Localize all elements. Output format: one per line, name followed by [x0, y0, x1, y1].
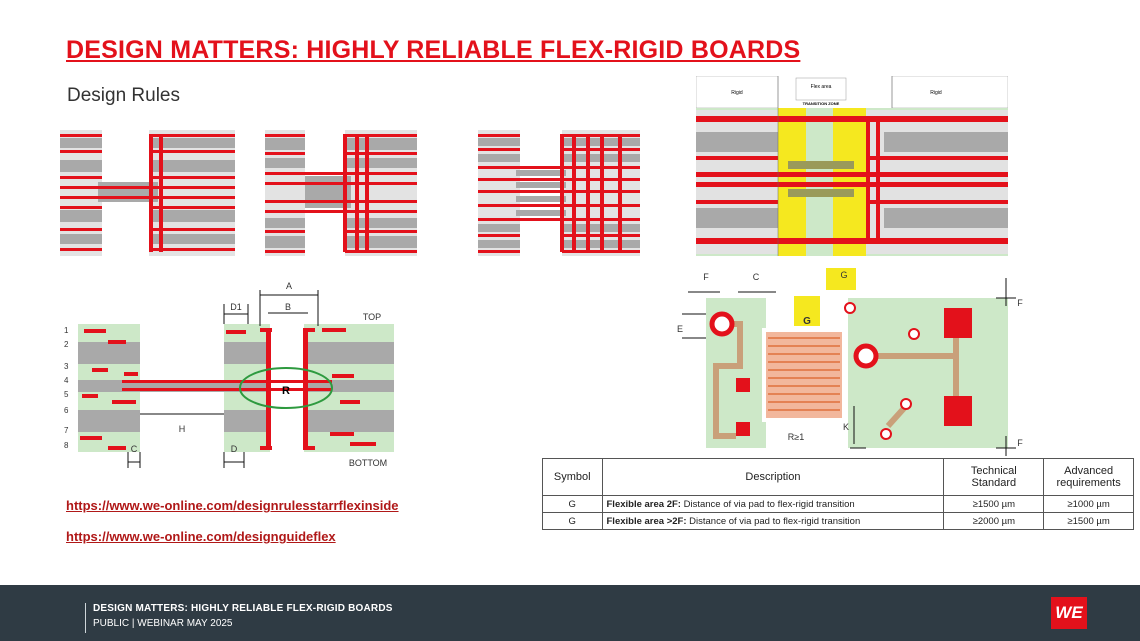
- dim-g-top-label: G: [840, 270, 847, 280]
- design-rules-table: Symbol Description Technical Standard Ad…: [542, 458, 1134, 530]
- stackup-3: [478, 130, 640, 256]
- label-bottom: BOTTOM: [349, 458, 387, 468]
- header-symbol: Symbol: [542, 458, 603, 496]
- transition-zone-diagram: Rigid Flex area Rigid TRANSITION ZONE: [696, 76, 1008, 256]
- cell-technical: ≥2000 µm: [943, 512, 1045, 530]
- layer-number-3: 3: [64, 362, 69, 371]
- link-design-guide-flex[interactable]: https://www.we-online.com/designguidefle…: [66, 529, 336, 544]
- cell-advanced: ≥1500 µm: [1043, 512, 1134, 530]
- layer-number-7: 7: [64, 426, 69, 435]
- layer-number-8: 8: [64, 441, 69, 450]
- stackup-1: [60, 130, 235, 256]
- dim-b-label: B: [285, 302, 291, 312]
- cell-description-text: Distance of via pad to flex-rigid transi…: [686, 515, 861, 527]
- header-technical: Technical Standard: [943, 458, 1045, 496]
- cell-description-bold: Flexible area >2F:: [606, 515, 687, 527]
- dim-c-label-layout: C: [753, 272, 760, 282]
- dim-r-min-label: R≥1: [788, 432, 804, 442]
- dim-d-label: D: [231, 444, 238, 454]
- label-top: TOP: [363, 312, 381, 322]
- link-design-rules-starrflex[interactable]: https://www.we-online.com/designrulessta…: [66, 498, 399, 513]
- footer-title: DESIGN MATTERS: HIGHLY RELIABLE FLEX-RIG…: [93, 603, 393, 614]
- header-description: Description: [601, 458, 945, 496]
- layer-number-1: 1: [64, 326, 69, 335]
- table-header-row: Symbol Description Technical Standard Ad…: [542, 458, 1134, 496]
- table-row: G Flexible area >2F: Distance of via pad…: [542, 512, 1134, 530]
- dim-k-label: K: [843, 422, 849, 432]
- we-logo-icon: WE: [1051, 597, 1087, 629]
- layer-number-2: 2: [64, 340, 69, 349]
- dim-r-label: R: [282, 385, 290, 397]
- label-transition-zone: TRANSITION ZONE: [803, 101, 840, 106]
- cell-description-text: Distance of via pad to flex-rigid transi…: [680, 498, 855, 510]
- dim-c-label: C: [131, 444, 138, 454]
- slide-title: DESIGN MATTERS: HIGHLY RELIABLE FLEX-RIG…: [66, 36, 801, 64]
- stackup-2: [265, 130, 417, 256]
- cell-description-bold: Flexible area 2F:: [606, 498, 681, 510]
- dim-f-right-top-label: F: [1017, 298, 1023, 308]
- cell-symbol: G: [542, 512, 603, 530]
- stackup-diagrams: [60, 130, 640, 256]
- layer-number-6: 6: [64, 406, 69, 415]
- header-advanced: Advanced requirements: [1043, 458, 1134, 496]
- dim-d1-label: D1: [230, 302, 242, 312]
- footer-divider: [85, 603, 86, 633]
- dim-h-label: H: [179, 424, 186, 434]
- cell-symbol: G: [542, 495, 603, 513]
- label-flex-area: Flex area: [811, 84, 832, 90]
- label-rigid-left: Rigid: [731, 90, 743, 96]
- cell-description: Flexible area 2F: Distance of via pad to…: [601, 495, 945, 513]
- cell-advanced: ≥1000 µm: [1043, 495, 1134, 513]
- label-rigid-right: Rigid: [930, 90, 942, 96]
- cross-section-diagram: 1 2 3 4 5 6 7 8 R A B D1 H C D: [64, 281, 394, 468]
- dim-f-right-bottom-label: F: [1017, 438, 1023, 448]
- dim-g-mid-label: G: [803, 316, 811, 327]
- layer-number-4: 4: [64, 376, 69, 385]
- dim-f-top-label: F: [703, 272, 709, 282]
- cell-technical: ≥1500 µm: [943, 495, 1045, 513]
- dim-e-label: E: [677, 324, 683, 334]
- footer-subtitle: PUBLIC | WEBINAR MAY 2025: [93, 618, 233, 629]
- footer-bar: DESIGN MATTERS: HIGHLY RELIABLE FLEX-RIG…: [0, 585, 1140, 641]
- table-row: G Flexible area 2F: Distance of via pad …: [542, 495, 1134, 513]
- layout-diagram: F C G G F E K R≥1 F: [677, 268, 1023, 456]
- layer-number-5: 5: [64, 390, 69, 399]
- cell-description: Flexible area >2F: Distance of via pad t…: [601, 512, 945, 530]
- slide-subtitle: Design Rules: [67, 85, 180, 106]
- dim-a-label: A: [286, 281, 292, 291]
